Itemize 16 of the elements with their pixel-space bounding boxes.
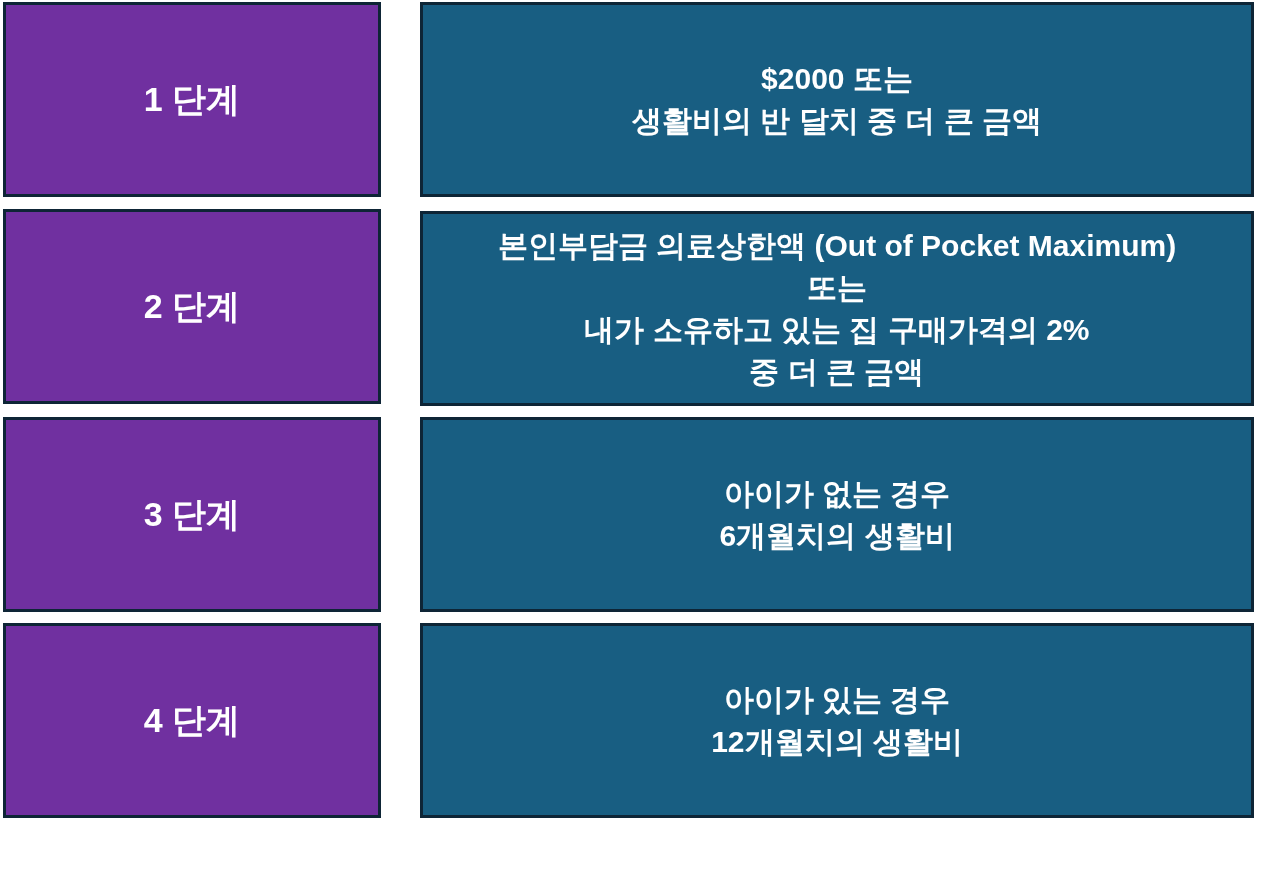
step-box — [3, 209, 381, 404]
description-box — [420, 417, 1254, 612]
description-box — [420, 211, 1254, 406]
description-text: $2000 또는 생활비의 반 달치 중 더 큰 금액 — [632, 60, 1042, 139]
description-text: 본인부담금 의료상한액 (Out of Pocket Maximum) 또는 내가 소유하고 있는 집 구매가격의 2% 중 더 큰 금액 — [497, 227, 1177, 390]
step-label: 2 단계 — [143, 286, 241, 327]
step-box — [3, 417, 381, 612]
step-label: 3 단계 — [143, 494, 241, 535]
description-text: 아이가 없는 경우 6개월치의 생활비 — [719, 475, 955, 554]
step-box — [3, 623, 381, 818]
description-box — [420, 2, 1254, 197]
step-box — [3, 2, 381, 197]
step-label: 1 단계 — [143, 79, 241, 120]
step-label: 4 단계 — [143, 700, 241, 741]
description-box — [420, 623, 1254, 818]
description-text: 아이가 있는 경우 12개월치의 생활비 — [711, 681, 963, 760]
